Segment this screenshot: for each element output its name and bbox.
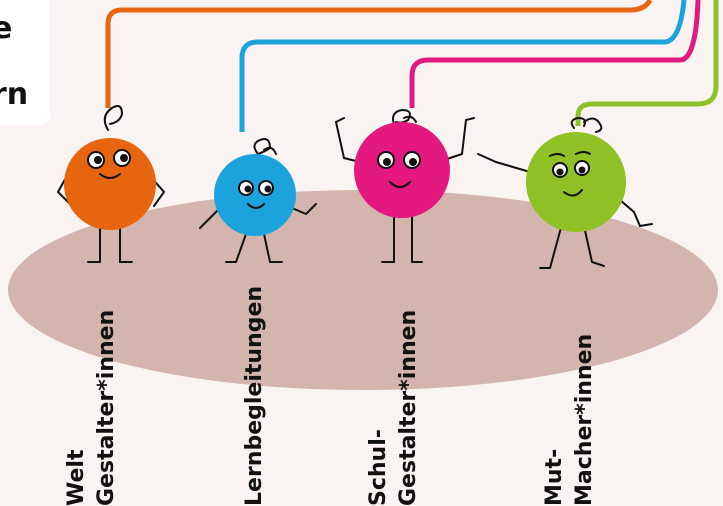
pink-connector-line: [412, 0, 698, 108]
label-lernbegleitungen: Lernbegleitungen: [240, 286, 270, 506]
orange-connector-line: [108, 0, 650, 108]
blue-connector-line: [242, 0, 684, 132]
label-welt-gestalter: Welt Gestalter*innen: [62, 310, 122, 506]
label-mut-macher: Mut- Macher*innen: [540, 334, 600, 506]
label-schul-gestalter: Schul- Gestalter*innen: [364, 310, 424, 506]
